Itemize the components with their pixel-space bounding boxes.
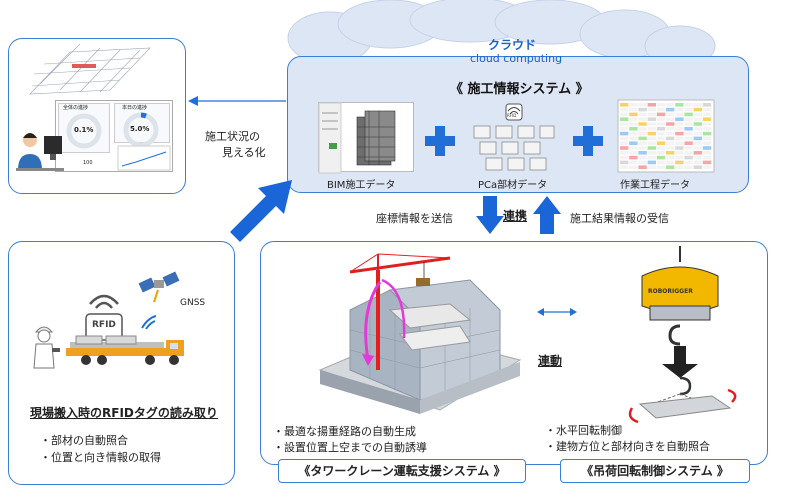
dashboard-panel-2-title: 本日の進捗 — [122, 105, 148, 111]
building-crane-image — [318, 253, 522, 414]
rfid-badge-small: RFID — [507, 113, 517, 118]
dashboard-panel-1-value: 0.1% — [74, 126, 94, 134]
progress-ring-2 — [123, 112, 159, 148]
bim-data-label: BIM施工データ — [327, 180, 396, 191]
rfid-panel-title: 現場搬入時のRFIDタグの読み取り — [30, 406, 218, 420]
send-coordinates-label: 座標情報を送信 — [376, 212, 453, 225]
schedule-data-image — [617, 99, 715, 173]
building-wireframe-image — [29, 43, 151, 95]
rfid-bullet-2: ・位置と向き情報の取得 — [40, 451, 161, 464]
receive-arrow-up — [533, 196, 561, 234]
receive-results-label: 施工結果情報の受信 — [570, 212, 669, 225]
rfid-bullet-1: ・部材の自動照合 — [40, 434, 128, 447]
rotation-system-title: 《吊荷回転制御システム 》 — [560, 459, 750, 483]
cloud-title: クラウド — [488, 38, 537, 52]
pca-data-label: PCa部材データ — [478, 180, 548, 191]
schedule-data-label: 作業工程データ — [620, 180, 690, 191]
visualization-label-line1: 施工状況の — [205, 130, 260, 143]
visualization-label-line2: 見える化 — [222, 146, 266, 159]
upload-arrow-icon — [230, 180, 292, 242]
worker-at-computer-icon — [16, 133, 64, 171]
delivery-truck-icon — [66, 335, 184, 365]
send-arrow-down — [476, 196, 504, 234]
bim-data-image — [318, 102, 414, 174]
crane-system-title: 《タワークレーン運転支援システム 》 — [278, 459, 526, 483]
satellite-icon — [138, 271, 180, 303]
rotation-bullet-1: ・水平回転制御 — [545, 424, 622, 437]
interlock-label: 連動 — [538, 354, 563, 368]
trend-chart-thumbnail — [117, 145, 171, 171]
progress-ring-1 — [66, 113, 102, 149]
cloud-subtitle: cloud computing — [470, 52, 563, 65]
link-label: 連携 — [503, 209, 528, 223]
rfid-tag-label: RFID — [92, 320, 116, 330]
rotation-bullet-2: ・建物方位と部材向きを自動照合 — [545, 440, 710, 453]
dashboard-panel-2-value: 5.0% — [130, 125, 150, 133]
interlock-double-arrow — [537, 308, 577, 316]
pca-components-image — [473, 103, 555, 171]
signal-waves-icon — [141, 315, 157, 330]
dashboard-panel-2 — [114, 103, 170, 143]
worker-with-reader-icon — [33, 326, 60, 369]
crane-bullet-2: ・設置位置上空までの自動誘導 — [273, 441, 427, 454]
plus-icon — [573, 126, 603, 156]
dashboard-small-value: 100 — [83, 160, 93, 166]
gnss-label: GNSS — [180, 298, 206, 308]
dashboard-panel-1-title: 全体の進捗 — [63, 105, 89, 111]
arrow-left-thin — [188, 96, 286, 106]
rotation-device-brand: ROBORIGGER — [648, 288, 693, 295]
rotation-device-image — [628, 246, 737, 424]
crane-bullet-1: ・最適な揚重経路の自動生成 — [273, 425, 416, 438]
plus-icon — [425, 126, 455, 156]
rfid-tag-icon — [85, 294, 123, 341]
construction-info-system-title: 《 施工情報システム 》 — [450, 82, 589, 97]
